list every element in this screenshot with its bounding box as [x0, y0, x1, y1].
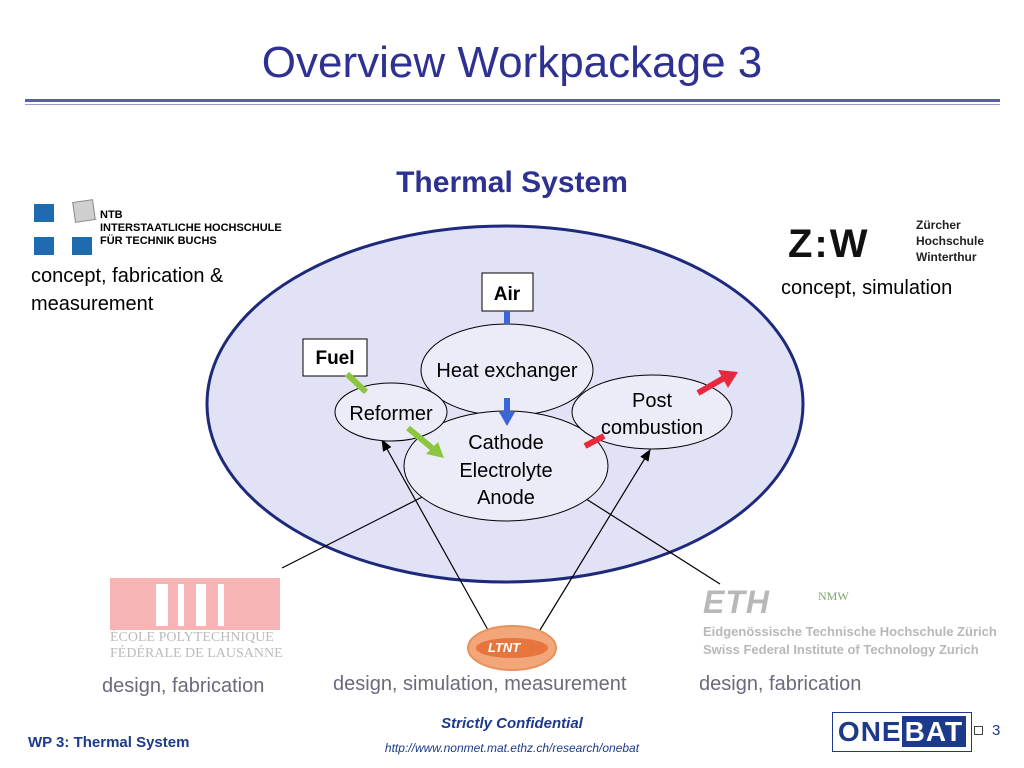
- zhw-name-line-1: Zürcher: [916, 218, 961, 232]
- footer-confidential: Strictly Confidential: [441, 715, 583, 732]
- reformer-node: [334, 382, 448, 442]
- eth-link: [570, 489, 721, 585]
- epfl-role: design, fabrication: [102, 675, 265, 697]
- epfl-name-line-1: ÉCOLE POLYTECHNIQUE: [110, 630, 274, 645]
- ltnt-logo-text: LTNT: [488, 640, 521, 655]
- air-label: Air: [494, 284, 521, 305]
- nmw-label: NMW: [818, 589, 849, 603]
- ntb-name-line-1: NTB: [100, 209, 123, 221]
- epfl-name-line-2: FÉDÉRALE DE LAUSANNE: [110, 646, 283, 661]
- epfl-logo: [110, 578, 280, 630]
- ntb-role-line-2: measurement: [31, 293, 154, 315]
- onebat-logo-b: BAT: [901, 716, 967, 747]
- ntb-role: concept, fabrication & measurement: [31, 262, 223, 318]
- ltnt-reformer-link: [381, 438, 489, 631]
- onebat-logo-a: ONE: [837, 716, 902, 747]
- title-divider-thin: [25, 104, 1000, 105]
- page-box-icon: [974, 726, 983, 735]
- eth-role: design, fabrication: [699, 673, 862, 695]
- air-to-cell-arrowhead: [499, 412, 515, 426]
- slide-title: Overview Workpackage 3: [261, 38, 763, 87]
- electrolyte-label: Electrolyte: [459, 460, 552, 482]
- ltnt-postcomb-link: [539, 448, 651, 631]
- heat-exchanger-label: Heat exchanger: [436, 360, 578, 382]
- cathode-label: Cathode: [468, 432, 544, 454]
- ntb-logo: [34, 199, 96, 255]
- epfl-name: ÉCOLE POLYTECHNIQUE FÉDÉRALE DE LAUSANNE: [110, 630, 283, 662]
- zhw-name: Zürcher Hochschule Winterthur: [916, 217, 984, 265]
- zhw-name-line-2: Hochschule: [916, 234, 985, 248]
- ntb-name-line-2: INTERSTAATLICHE HOCHSCHULE: [100, 222, 282, 234]
- diagram-subtitle: Thermal System: [396, 166, 628, 199]
- fuel-in-arrow: [344, 371, 369, 395]
- ntb-role-line-1: concept, fabrication &: [31, 265, 224, 287]
- reformer-to-cell-arrowhead: [426, 442, 444, 458]
- page-number: 3: [992, 722, 1001, 739]
- epfl-link: [281, 487, 442, 569]
- footer-workpackage: WP 3: Thermal System: [28, 734, 190, 751]
- air-box: [481, 272, 534, 312]
- reformer-label: Reformer: [349, 403, 433, 425]
- zhw-role: concept, simulation: [781, 277, 953, 299]
- post-combustion-label-1: Post: [632, 390, 672, 412]
- eth-name: Eidgenössische Technische Hochschule Zür…: [703, 623, 997, 659]
- eth-name-line-1: Eidgenössische Technische Hochschule Zür…: [703, 624, 997, 639]
- post-combustion-node: [571, 374, 733, 450]
- exhaust-out-arrowhead: [718, 370, 738, 388]
- exhaust-out-arrow: [696, 375, 726, 396]
- eth-name-line-2: Swiss Federal Institute of Technology Zu…: [703, 642, 979, 657]
- ltnt-role: design, simulation, measurement: [333, 673, 627, 695]
- ntb-name: NTB INTERSTAATLICHE HOCHSCHULE FÜR TECHN…: [100, 209, 282, 248]
- ntb-name-line-3: FÜR TECHNIK BUCHS: [100, 235, 217, 247]
- reformer-to-cell-arrow: [406, 425, 434, 451]
- eth-logo: ETH: [703, 584, 770, 620]
- anode-label: Anode: [477, 487, 535, 509]
- footer-url[interactable]: http://www.nonmet.mat.ethz.ch/research/o…: [384, 741, 640, 755]
- fuel-box: [302, 338, 368, 377]
- fuel-label: Fuel: [315, 348, 354, 369]
- zhw-logo: Z:W: [788, 222, 870, 266]
- post-combustion-label-2: combustion: [601, 417, 703, 439]
- title-divider: [25, 99, 1000, 102]
- cell-to-postcomb-arrow: [583, 433, 606, 449]
- zhw-name-line-3: Winterthur: [916, 250, 977, 264]
- ltnt-logo: [467, 625, 557, 671]
